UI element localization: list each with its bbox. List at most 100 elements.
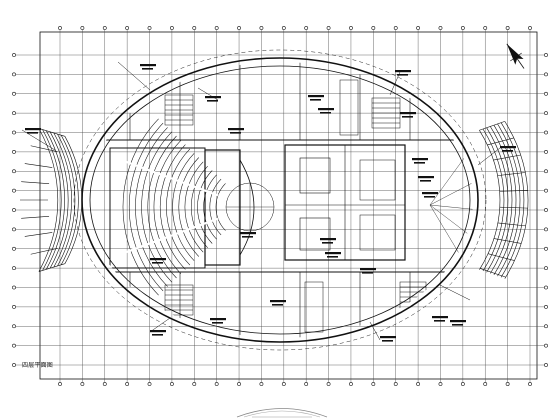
- terrace-step: [57, 133, 76, 267]
- grid-axis-bubble: [12, 227, 16, 232]
- grid-axis-bubble: [147, 382, 152, 386]
- grid-axis-bubble: [12, 111, 16, 116]
- grid-axis-bubble: [349, 26, 353, 30]
- terrace-radial: [499, 206, 528, 209]
- terrace-radial: [21, 215, 50, 219]
- grid-axis-bubble: [12, 169, 16, 174]
- grid-axis-bubble: [170, 382, 174, 386]
- grid-axis-bubble: [58, 26, 62, 30]
- room-label-mark: [395, 70, 411, 73]
- seat-row: [172, 153, 195, 261]
- room-label-mark: [420, 180, 431, 182]
- terrace-step: [42, 129, 62, 271]
- terrace-step: [490, 126, 513, 274]
- room-label-mark: [418, 176, 434, 179]
- room-label-mark: [450, 320, 466, 323]
- grid-axis-bubble: [259, 382, 264, 386]
- grid-axis-bubble: [214, 382, 219, 386]
- room-label-mark: [27, 132, 38, 134]
- grid-axis-bubble: [259, 26, 264, 30]
- grid-axis-bubble: [214, 26, 219, 30]
- annotation-leaders: [21, 61, 501, 341]
- grid-axis-bubble: [544, 169, 548, 174]
- room-label-mark: [502, 150, 513, 152]
- inner-oval-wall: [89, 65, 471, 335]
- room-label-mark: [240, 232, 256, 235]
- grid-axis-bubble: [544, 53, 548, 57]
- seat-row: [153, 140, 182, 274]
- auditorium-room: [109, 147, 206, 269]
- room-label-mark: [242, 236, 253, 238]
- grid-axis-bubble: [12, 208, 16, 212]
- grid-axis-bubble: [544, 304, 548, 309]
- roof-overhang-dashed: [73, 49, 487, 351]
- seat-row: [166, 148, 191, 266]
- room-label-mark: [318, 108, 334, 111]
- room-label-mark: [432, 316, 448, 319]
- vertical-grid-lines: [59, 28, 531, 384]
- room-label-mark: [152, 262, 163, 264]
- terrace-step: [38, 128, 59, 272]
- grid-axis-bubble: [544, 363, 548, 367]
- stage: [204, 149, 241, 266]
- terrace-step: [504, 121, 529, 279]
- horizontal-grid-lines: [14, 54, 546, 366]
- right-terrace-steps: [479, 121, 529, 279]
- grid-axis-bubble: [544, 188, 548, 193]
- grid-axis-bubble: [102, 26, 107, 30]
- grid-axis-bubble: [349, 382, 353, 386]
- grid-axis-bubble: [505, 382, 510, 386]
- auditorium-seating: [122, 118, 226, 296]
- grid-axis-markers: [12, 26, 548, 386]
- seat-aisle: [124, 217, 219, 254]
- grid-axis-bubble: [170, 26, 174, 30]
- terrace-step: [479, 130, 501, 270]
- terrace-step: [486, 127, 509, 273]
- room-label-mark: [142, 68, 153, 70]
- grid-axis-bubble: [544, 149, 548, 154]
- room-label-mark: [402, 116, 413, 118]
- room-label-mark: [140, 64, 156, 67]
- room-label-mark: [210, 318, 226, 321]
- room-label-mark: [150, 258, 166, 261]
- grid-axis-bubble: [460, 26, 465, 30]
- terrace-step: [497, 123, 521, 277]
- grid-axis-bubble: [544, 72, 548, 77]
- room-label-mark: [308, 95, 324, 98]
- grid-axis-bubble: [528, 26, 532, 30]
- stair-north-west: [164, 94, 194, 126]
- grid-axis-bubble: [12, 324, 16, 329]
- terrace-radial: [38, 263, 65, 272]
- terrace-radial: [487, 137, 514, 146]
- grid-axis-bubble: [326, 26, 331, 30]
- seat-aisle: [124, 160, 219, 197]
- grid-axis-bubble: [438, 26, 443, 30]
- grid-axis-bubble: [483, 26, 488, 30]
- grid-axis-bubble: [12, 304, 16, 309]
- terrace-step: [482, 128, 505, 272]
- room-label-mark: [452, 324, 463, 326]
- grid-axis-bubble: [12, 285, 16, 290]
- grid-axis-bubble: [544, 130, 548, 135]
- room-label-mark: [152, 334, 163, 336]
- grid-axis-bubble: [12, 91, 16, 96]
- stair-south-west: [164, 284, 194, 316]
- terrace-step: [60, 135, 79, 265]
- grid-axis-bubble: [12, 188, 16, 193]
- room-label-mark: [360, 268, 376, 271]
- seat-row: [135, 127, 168, 287]
- grid-axis-bubble: [416, 382, 420, 386]
- grid-axis-bubble: [12, 149, 16, 154]
- terrace-radial: [479, 121, 505, 131]
- grid-axis-bubble: [102, 382, 107, 386]
- grid-axis-bubble: [12, 130, 16, 135]
- seat-row: [178, 157, 199, 257]
- grid-axis-bubble: [281, 26, 286, 30]
- room-label-mark: [327, 256, 338, 258]
- grid-axis-bubble: [371, 26, 376, 30]
- seat-row: [159, 144, 186, 270]
- grid-axis-bubble: [281, 382, 286, 386]
- grid-axis-bubble: [393, 26, 398, 30]
- room-label-mark: [412, 158, 428, 161]
- room-label-mark: [228, 128, 244, 131]
